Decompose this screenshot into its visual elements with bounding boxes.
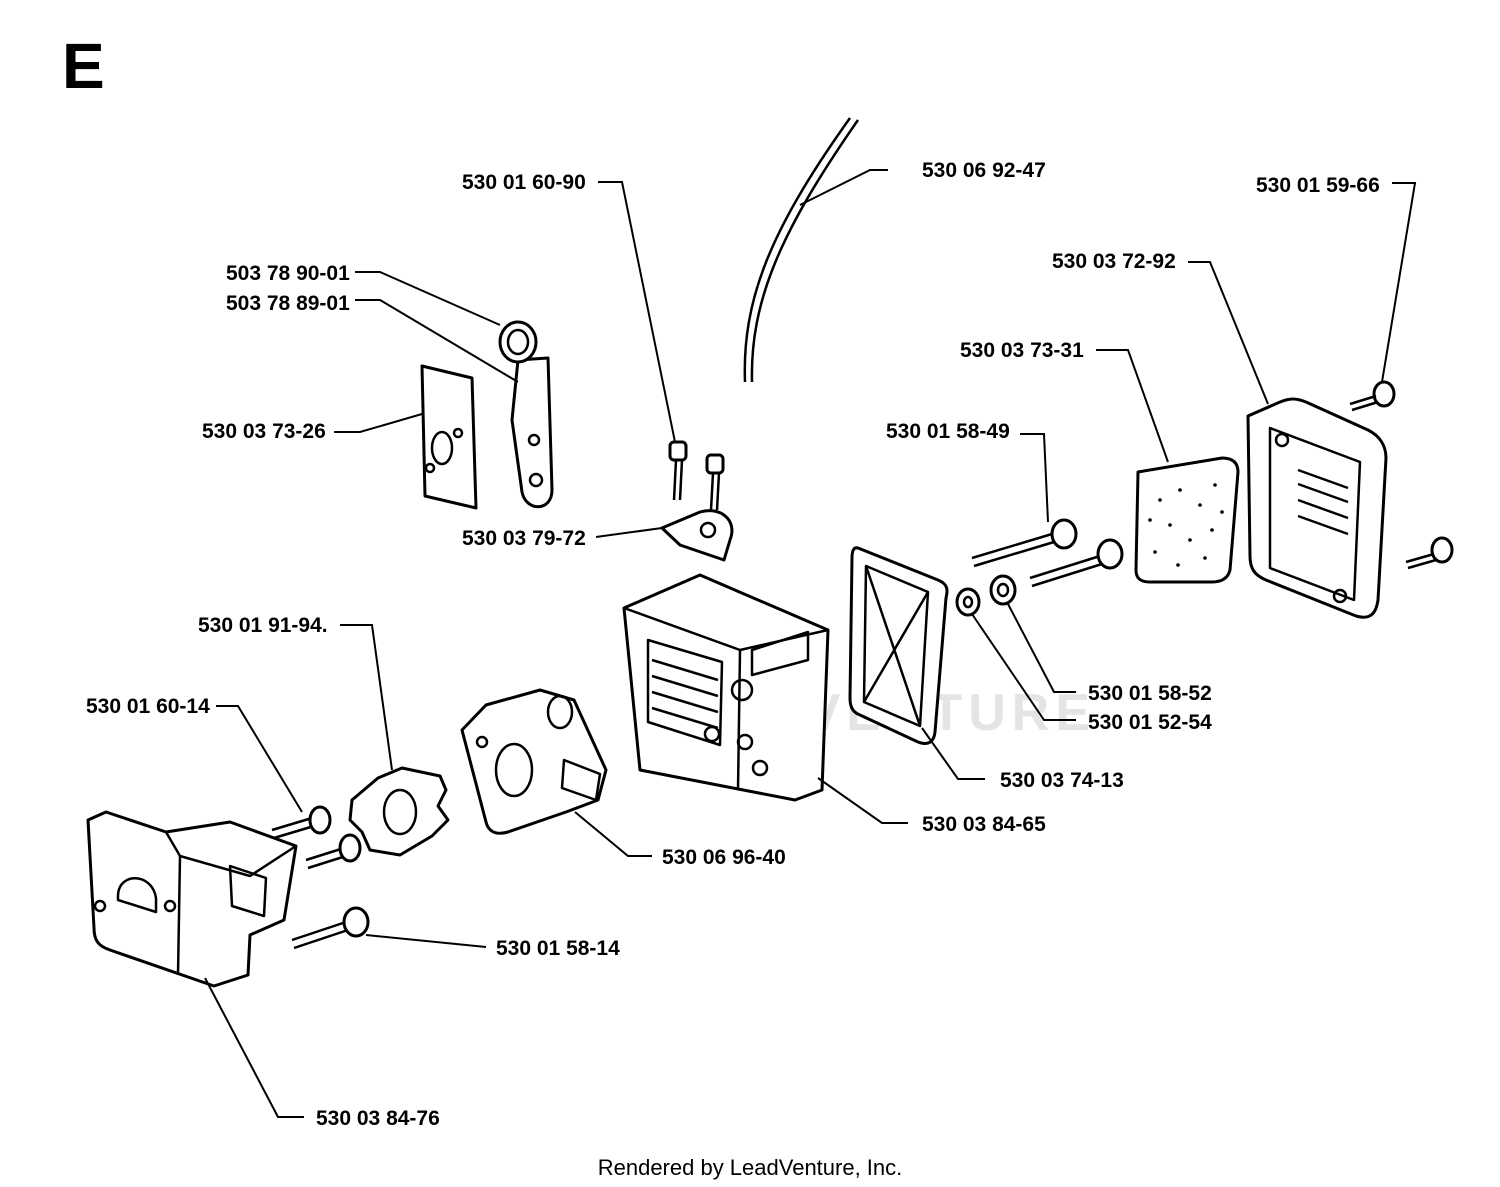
label-530-01-58-14: 530 01 58-14: [496, 937, 620, 960]
filter-housing: [622, 573, 830, 802]
fuel-hose: [743, 117, 860, 383]
long-bolts: [971, 518, 1124, 588]
carburetor: [460, 688, 608, 835]
label-530-03-79-72: 530 03 79-72: [462, 527, 586, 550]
bracket: [660, 509, 734, 562]
label-503-78-90-01: 503 78 90-01: [226, 262, 350, 285]
intake-adapter: [86, 810, 298, 988]
top-screws: [668, 440, 725, 511]
footer-credit: Rendered by LeadVenture, Inc.: [598, 1155, 903, 1180]
washers: [955, 574, 1017, 617]
label-503-78-89-01: 503 78 89-01: [226, 292, 350, 315]
carb-gasket: [348, 766, 450, 857]
bottom-screw: [291, 906, 370, 950]
label-530-03-84-65: 530 03 84-65: [922, 813, 1046, 836]
label-530-01-59-66: 530 01 59-66: [1256, 174, 1380, 197]
label-530-03-73-31: 530 03 73-31: [960, 339, 1084, 362]
cover-screws: [1349, 380, 1454, 570]
carb-screws: [271, 805, 362, 870]
filter-gasket: [848, 546, 949, 746]
label-530-06-96-40: 530 06 96-40: [662, 846, 786, 869]
label-530-03-84-76: 530 03 84-76: [316, 1107, 440, 1130]
label-530-01-60-14: 530 01 60-14: [86, 695, 210, 718]
label-530-01-52-54: 530 01 52-54: [1088, 711, 1212, 734]
leader-lines: [204, 169, 1417, 1118]
label-530-03-73-26: 530 03 73-26: [202, 420, 326, 443]
label-530-01-91-94: 530 01 91-94.: [198, 614, 328, 637]
label-530-06-92-47: 530 06 92-47: [922, 159, 1046, 182]
label-530-03-72-92: 530 03 72-92: [1052, 250, 1176, 273]
choke-lever: [498, 320, 554, 509]
label-530-01-58-52: 530 01 58-52: [1088, 682, 1212, 705]
label-530-03-74-13: 530 03 74-13: [1000, 769, 1124, 792]
label-530-01-58-49: 530 01 58-49: [886, 420, 1010, 443]
gasket-plate: [420, 364, 478, 510]
foam-filter: [1134, 456, 1240, 584]
section-letter: E: [62, 30, 105, 102]
filter-cover: [1246, 397, 1388, 619]
label-530-01-60-90: 530 01 60-90: [462, 171, 586, 194]
